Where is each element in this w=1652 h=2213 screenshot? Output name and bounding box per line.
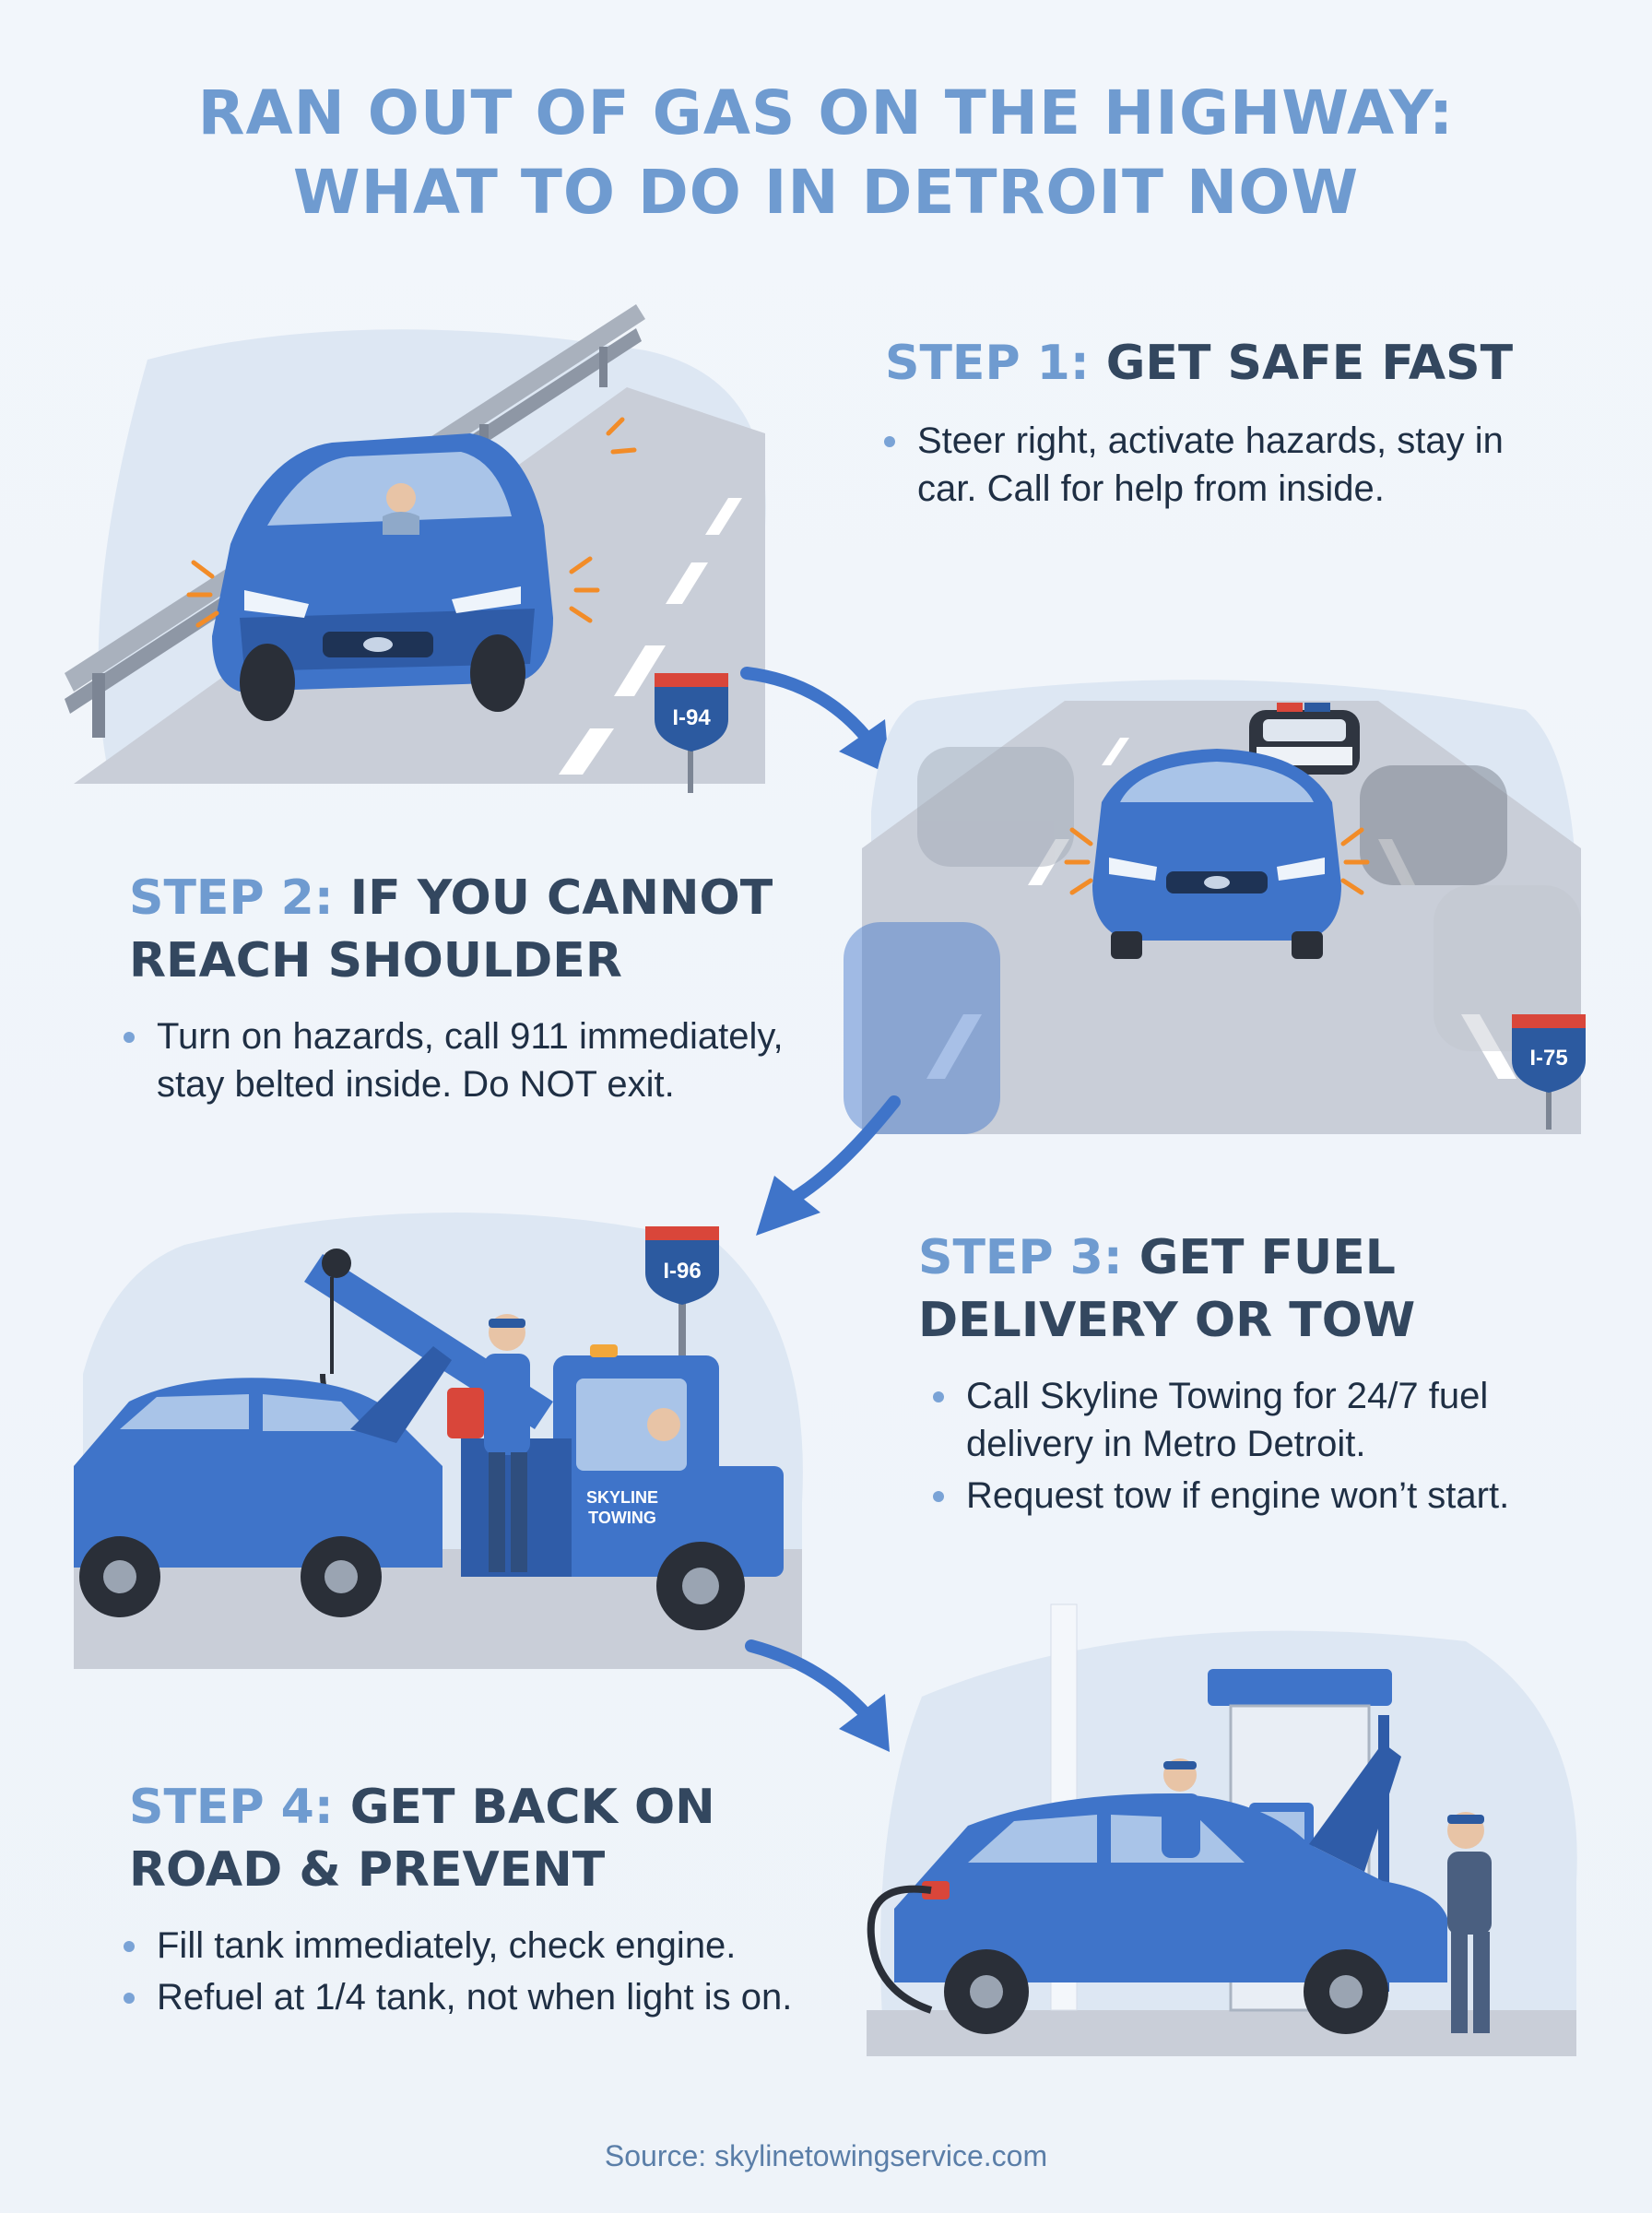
interstate-sign-i94: I-94 xyxy=(655,673,728,793)
stranded-car xyxy=(74,1346,452,1617)
arrow-step-1-to-2 xyxy=(740,667,890,775)
sign-label-i94: I-94 xyxy=(672,705,711,730)
truck-text-line-2: TOWING xyxy=(588,1509,656,1527)
arrow-step-2-to-3 xyxy=(756,1095,901,1236)
sign-label-i96: I-96 xyxy=(663,1259,701,1284)
truck-text-line-1: SKYLINE xyxy=(586,1488,658,1507)
interstate-sign-i75: I-75 xyxy=(1512,1014,1586,1130)
step-3-title-line-2: DELIVERY OR TOW xyxy=(918,1293,1416,1348)
title-line-2: WHAT TO DO IN DETROIT NOW xyxy=(292,157,1360,228)
car-on-shoulder xyxy=(212,433,553,721)
step-3-bullet-2: Request tow if engine won’t start. xyxy=(929,1472,1575,1520)
scene-gas-station xyxy=(867,1604,1577,2056)
step-4-heading: STEP 4: GET BACK ON ROAD & PREVENT xyxy=(129,1776,715,1901)
step-2-title-line-1: IF YOU CANNOT xyxy=(349,870,773,926)
station-worker-1 xyxy=(1162,1758,1200,1858)
title-line-1: RAN OUT OF GAS ON THE HIGHWAY: xyxy=(197,77,1455,148)
step-4-number: STEP 4: xyxy=(129,1780,334,1835)
source-credit: Source: skylinetowingservice.com xyxy=(604,2139,1048,2172)
step-4-bullet-1: Fill tank immediately, check engine. xyxy=(120,1922,857,1970)
scene-traffic: I-75 xyxy=(844,680,1586,1134)
step-2-number: STEP 2: xyxy=(129,870,334,926)
step-2-bullet-1: Turn on hazards, call 911 immediately, s… xyxy=(120,1012,802,1108)
step-1-bullets: Steer right, activate hazards, stay in c… xyxy=(880,417,1544,516)
step-1-title: GET SAFE FAST xyxy=(1105,336,1514,391)
step-3-bullet-1: Call Skyline Towing for 24/7 fuel delive… xyxy=(929,1372,1575,1468)
step-1-number: STEP 1: xyxy=(885,336,1090,391)
scene-tow-truck: I-96 SKYLINE TOWING xyxy=(74,1213,803,1669)
hazard-lights xyxy=(1064,827,1370,895)
step-2-heading: STEP 2: IF YOU CANNOT REACH SHOULDER xyxy=(129,867,773,992)
step-2-title-line-2: REACH SHOULDER xyxy=(129,933,622,988)
sign-label-i75: I-75 xyxy=(1529,1046,1567,1071)
step-4-title-line-2: ROAD & PREVENT xyxy=(129,1842,606,1898)
technician-with-gas-can xyxy=(447,1314,530,1572)
step-1-bullet-1: Steer right, activate hazards, stay in c… xyxy=(880,417,1544,513)
fuel-hose xyxy=(867,1885,933,2014)
hazard-lights xyxy=(186,417,637,628)
step-1-heading: STEP 1: GET SAFE FAST xyxy=(885,332,1513,395)
step-4-bullets: Fill tank immediately, check engine. Ref… xyxy=(120,1922,857,2025)
step-3-heading: STEP 3: GET FUEL DELIVERY OR TOW xyxy=(918,1226,1415,1352)
page-title: RAN OUT OF GAS ON THE HIGHWAY: WHAT TO D… xyxy=(0,74,1652,232)
step-3-bullets: Call Skyline Towing for 24/7 fuel delive… xyxy=(929,1372,1575,1523)
step-3-title-line-1: GET FUEL xyxy=(1139,1230,1396,1285)
arrow-step-3-to-4 xyxy=(745,1639,890,1752)
step-2-bullets: Turn on hazards, call 911 immediately, s… xyxy=(120,1012,802,1112)
step-4-title-line-1: GET BACK ON xyxy=(349,1780,715,1835)
police-car xyxy=(1249,703,1360,775)
scene-shoulder-stop: I-94 xyxy=(65,304,766,793)
background-cars xyxy=(844,747,1581,1134)
step-3-number: STEP 3: xyxy=(918,1230,1123,1285)
car-stalled-in-lane xyxy=(1092,749,1341,959)
step-4-bullet-2: Refuel at 1/4 tank, not when light is on… xyxy=(120,1973,857,2021)
station-worker-2 xyxy=(1447,1812,1492,2033)
